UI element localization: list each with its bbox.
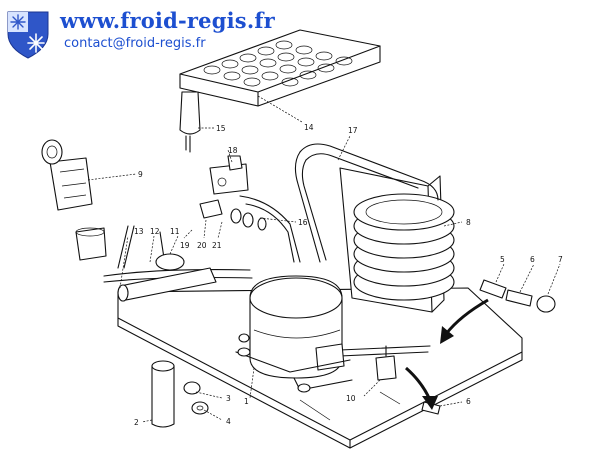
- callout-16: 16: [298, 218, 308, 227]
- callout-9: 9: [138, 170, 143, 179]
- callout-3: 3: [226, 394, 231, 403]
- callout-11: 11: [170, 227, 180, 236]
- callout-4: 4: [226, 417, 231, 426]
- callout-18: 18: [228, 146, 238, 155]
- fittings: [199, 199, 267, 231]
- leader-lines: [87, 95, 561, 423]
- email-link[interactable]: contact@froid-regis.fr: [64, 36, 206, 51]
- spare-capacitor: [151, 360, 175, 428]
- callout-10: 10: [346, 394, 356, 403]
- start-relay: [375, 345, 397, 381]
- evaporator: [179, 29, 381, 107]
- refrigerant-pipes: [103, 143, 439, 357]
- service-valve-assembly: [421, 279, 556, 415]
- callout-8: 8: [466, 218, 471, 227]
- spare-grommets: [183, 381, 209, 415]
- callout-14: 14: [304, 123, 314, 132]
- direction-arrows: [405, 298, 489, 410]
- callout-19: 19: [180, 241, 190, 250]
- condenser-coil: [339, 167, 455, 313]
- callout-13: 13: [134, 227, 144, 236]
- callout-6b: 6: [466, 397, 471, 406]
- callout-20: 20: [197, 241, 207, 250]
- callout-15: 15: [216, 124, 226, 133]
- thermostat: [41, 139, 93, 211]
- callout-6a: 6: [530, 255, 535, 264]
- callout-5: 5: [500, 255, 505, 264]
- callout-1: 1: [244, 397, 249, 406]
- snowflake-shield-icon: [7, 11, 49, 59]
- callout-21: 21: [212, 241, 222, 250]
- callout-17: 17: [348, 126, 358, 135]
- filter-drier: [75, 227, 217, 302]
- website-link[interactable]: www.froid-regis.fr: [60, 8, 275, 33]
- compressor: [235, 275, 353, 393]
- accumulator: [179, 91, 201, 153]
- callout-labels: 1 2 3 4 5 6 6 7 8 9 10 11 12 13 14 15 16…: [134, 123, 563, 427]
- callout-7: 7: [558, 255, 563, 264]
- solenoid-valve: [209, 155, 249, 195]
- callout-12: 12: [150, 227, 160, 236]
- callout-2: 2: [134, 418, 139, 427]
